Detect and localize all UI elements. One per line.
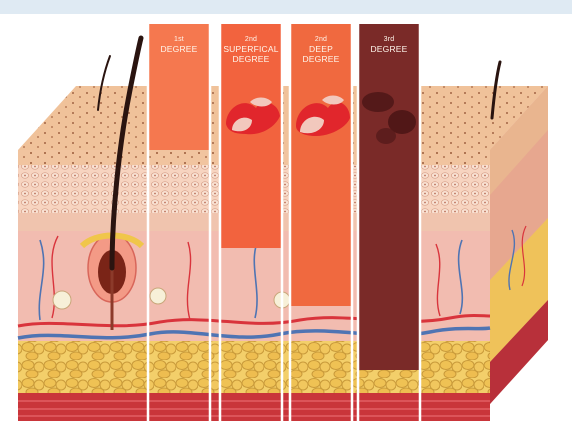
degree-number: 1st bbox=[148, 36, 210, 43]
degree-word: DEGREE bbox=[160, 44, 197, 54]
degree-number: 2nd bbox=[220, 36, 282, 43]
degree-type: DEEP bbox=[290, 44, 352, 54]
column-label-1st-degree: 1st DEGREE bbox=[148, 36, 210, 54]
degree-type: SUPERFICAL bbox=[220, 44, 282, 54]
degree-word: DEGREE bbox=[220, 54, 282, 64]
degree-number: 2nd bbox=[290, 36, 352, 43]
column-label-2nd-superficial: 2nd SUPERFICAL DEGREE bbox=[220, 36, 282, 64]
burn-column-3rd-degree bbox=[358, 24, 420, 370]
degree-word: DEGREE bbox=[290, 54, 352, 64]
column-label-3rd-degree: 3rd DEGREE bbox=[358, 36, 420, 54]
degree-word: DEGREE bbox=[370, 44, 407, 54]
burn-column-2nd-deep bbox=[290, 24, 352, 306]
column-label-2nd-deep: 2nd DEEP DEGREE bbox=[290, 36, 352, 64]
degree-number: 3rd bbox=[358, 36, 420, 43]
top-strip bbox=[0, 0, 572, 14]
